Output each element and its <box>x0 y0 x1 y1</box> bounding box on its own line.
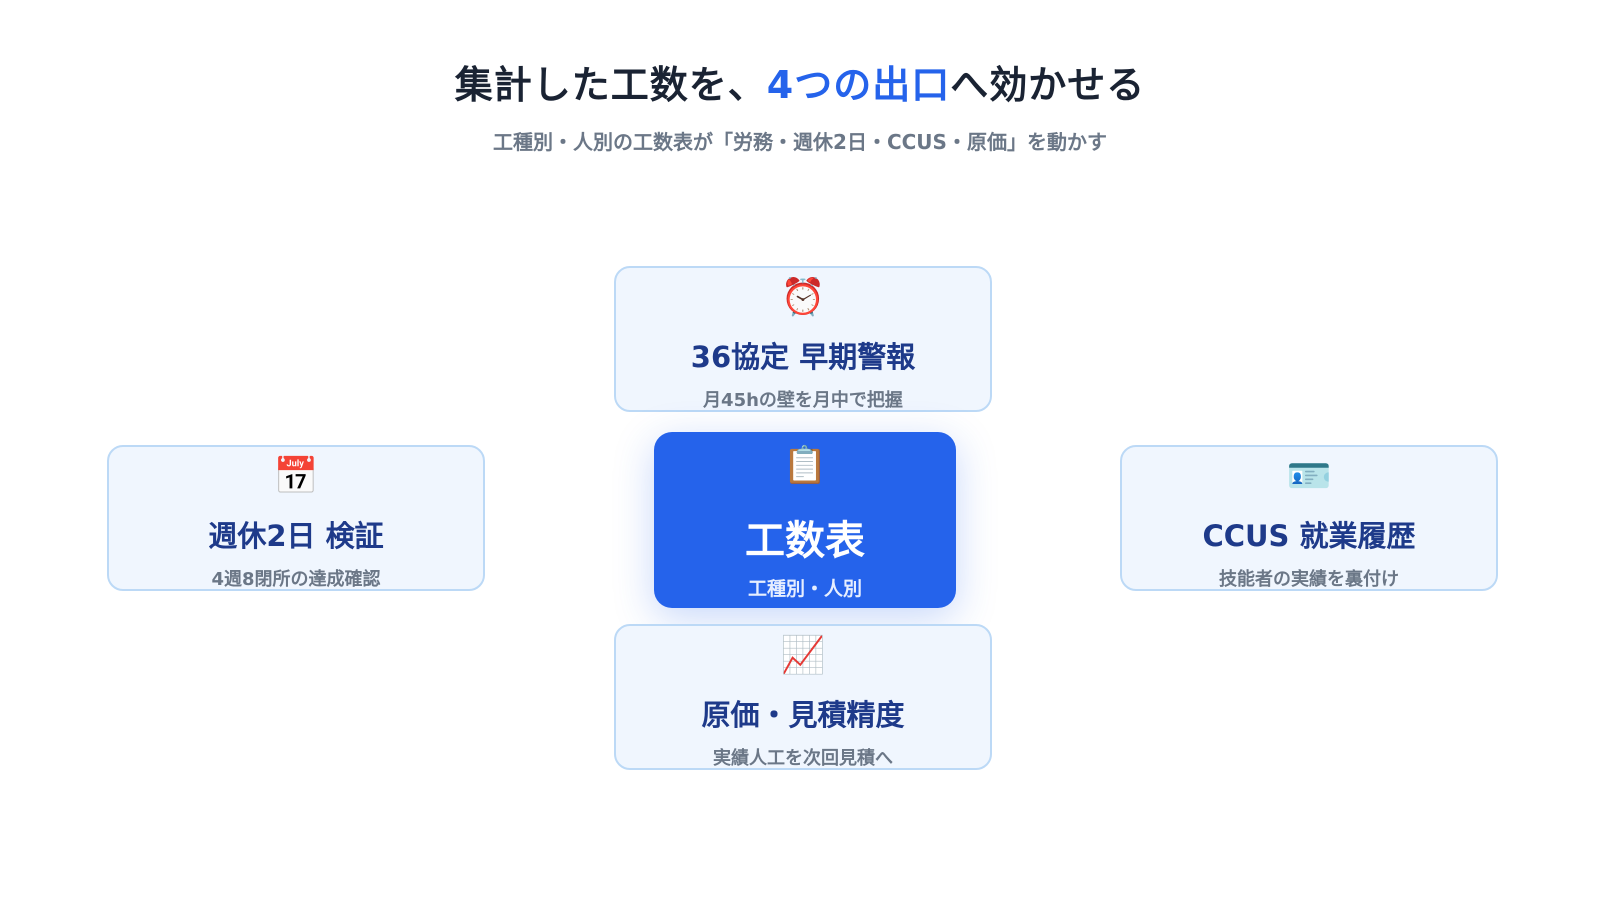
calendar-icon: 📅 <box>273 456 319 497</box>
center-label: 工数表 <box>745 518 865 564</box>
card-label: 36協定 早期警報 <box>690 340 916 374</box>
card-desc: 4週8閉所の達成確認 <box>211 569 381 590</box>
card-label: CCUS 就業履歴 <box>1202 519 1416 553</box>
card-desc: 技能者の実績を裏付け <box>1219 569 1399 590</box>
title-accent: 4つの出口 <box>766 63 951 107</box>
card-desc: 実績人工を次回見積へ <box>713 748 893 769</box>
card-weekly-two-days-off: 📅 週休2日 検証 4週8閉所の達成確認 <box>107 445 485 591</box>
chart-increasing-icon: 📈 <box>780 635 826 676</box>
alarm-clock-icon: ⏰ <box>780 277 826 318</box>
card-label: 週休2日 検証 <box>208 519 384 553</box>
page-title: 集計した工数を、4つの出口へ効かせる <box>0 54 1600 109</box>
card-36-agreement-alert: ⏰ 36協定 早期警報 月45hの壁を月中で把握 <box>614 266 992 412</box>
title-post: へ効かせる <box>950 63 1146 107</box>
id-card-icon: 🪪 <box>1286 456 1332 497</box>
card-cost-estimate-accuracy: 📈 原価・見積精度 実績人工を次回見積へ <box>614 624 992 770</box>
center-node-man-hours-table: 📋 工数表 工種別・人別 <box>654 432 956 608</box>
center-desc: 工種別・人別 <box>747 578 862 600</box>
page-subtitle: 工種別・人別の工数表が「労務・週休2日・CCUS・原価」を動かす <box>493 130 1107 154</box>
title-pre: 集計した工数を、 <box>454 63 767 107</box>
card-label: 原価・見積精度 <box>701 698 905 732</box>
clipboard-icon: 📋 <box>782 445 828 486</box>
card-desc: 月45hの壁を月中で把握 <box>703 390 903 411</box>
card-ccus-work-history: 🪪 CCUS 就業履歴 技能者の実績を裏付け <box>1120 445 1498 591</box>
